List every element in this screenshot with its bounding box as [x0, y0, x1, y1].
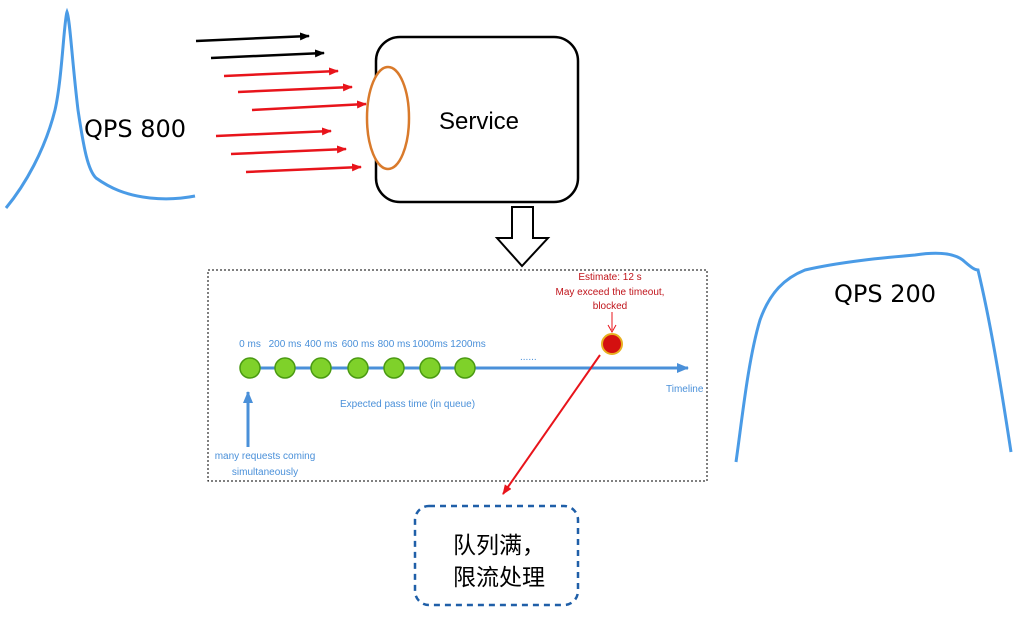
queue-panel: 0 ms 200 ms 400 ms 600 ms 800 ms 1000ms …	[207, 269, 708, 482]
tick-label: 200 ms	[269, 339, 302, 350]
queue-nodes	[239, 357, 476, 379]
queue-tick-labels: 0 ms 200 ms 400 ms 600 ms 800 ms 1000ms …	[239, 339, 486, 350]
estimate-label: May exceed the timeout,	[556, 287, 665, 298]
estimate-label: Estimate: 12 s	[578, 272, 641, 283]
qps-800-label: QPS 800	[84, 115, 186, 143]
service-label: Service	[439, 108, 519, 135]
queue-node	[310, 357, 332, 379]
tick-label: 1000ms	[412, 339, 448, 350]
down-arrow-icon	[494, 206, 551, 268]
tick-label: 600 ms	[342, 339, 375, 350]
estimate-label: blocked	[593, 301, 627, 312]
queue-node	[239, 357, 261, 379]
rate-limit-line1: 队列满，	[453, 533, 545, 559]
source-caption: simultaneously	[232, 467, 298, 478]
queue-ellipsis: ......	[520, 352, 537, 363]
source-caption: many requests coming	[215, 451, 316, 462]
request-arrow	[195, 32, 310, 43]
tick-label: 400 ms	[305, 339, 338, 350]
axis-caption: Expected pass time (in queue)	[340, 399, 475, 410]
request-arrow	[215, 127, 332, 138]
tick-label: 1200ms	[450, 339, 486, 350]
qps-800-curve	[4, 7, 196, 209]
request-arrow	[237, 83, 353, 94]
request-arrow	[223, 67, 339, 78]
qps-200-label: QPS 200	[834, 280, 936, 308]
tick-label: 800 ms	[378, 339, 411, 350]
queue-node	[274, 357, 296, 379]
timeline-label: Timeline	[666, 384, 704, 395]
rate-limit-line2: 限流处理	[453, 565, 545, 591]
request-arrow	[230, 145, 347, 156]
rate-limit-box	[413, 504, 580, 607]
queue-node	[454, 357, 476, 379]
request-arrow	[245, 163, 362, 174]
estimate-pointer-head	[607, 324, 617, 334]
qps-200-curve	[734, 251, 1013, 463]
rejection-arrow	[502, 354, 601, 495]
blocked-request-node	[601, 333, 623, 355]
service-entry-port	[365, 65, 411, 171]
tick-label: 0 ms	[239, 339, 261, 350]
incoming-requests	[195, 32, 367, 174]
request-arrow	[210, 49, 325, 60]
request-arrow	[251, 100, 367, 112]
queue-node	[347, 357, 369, 379]
queue-node	[383, 357, 405, 379]
queue-node	[419, 357, 441, 379]
